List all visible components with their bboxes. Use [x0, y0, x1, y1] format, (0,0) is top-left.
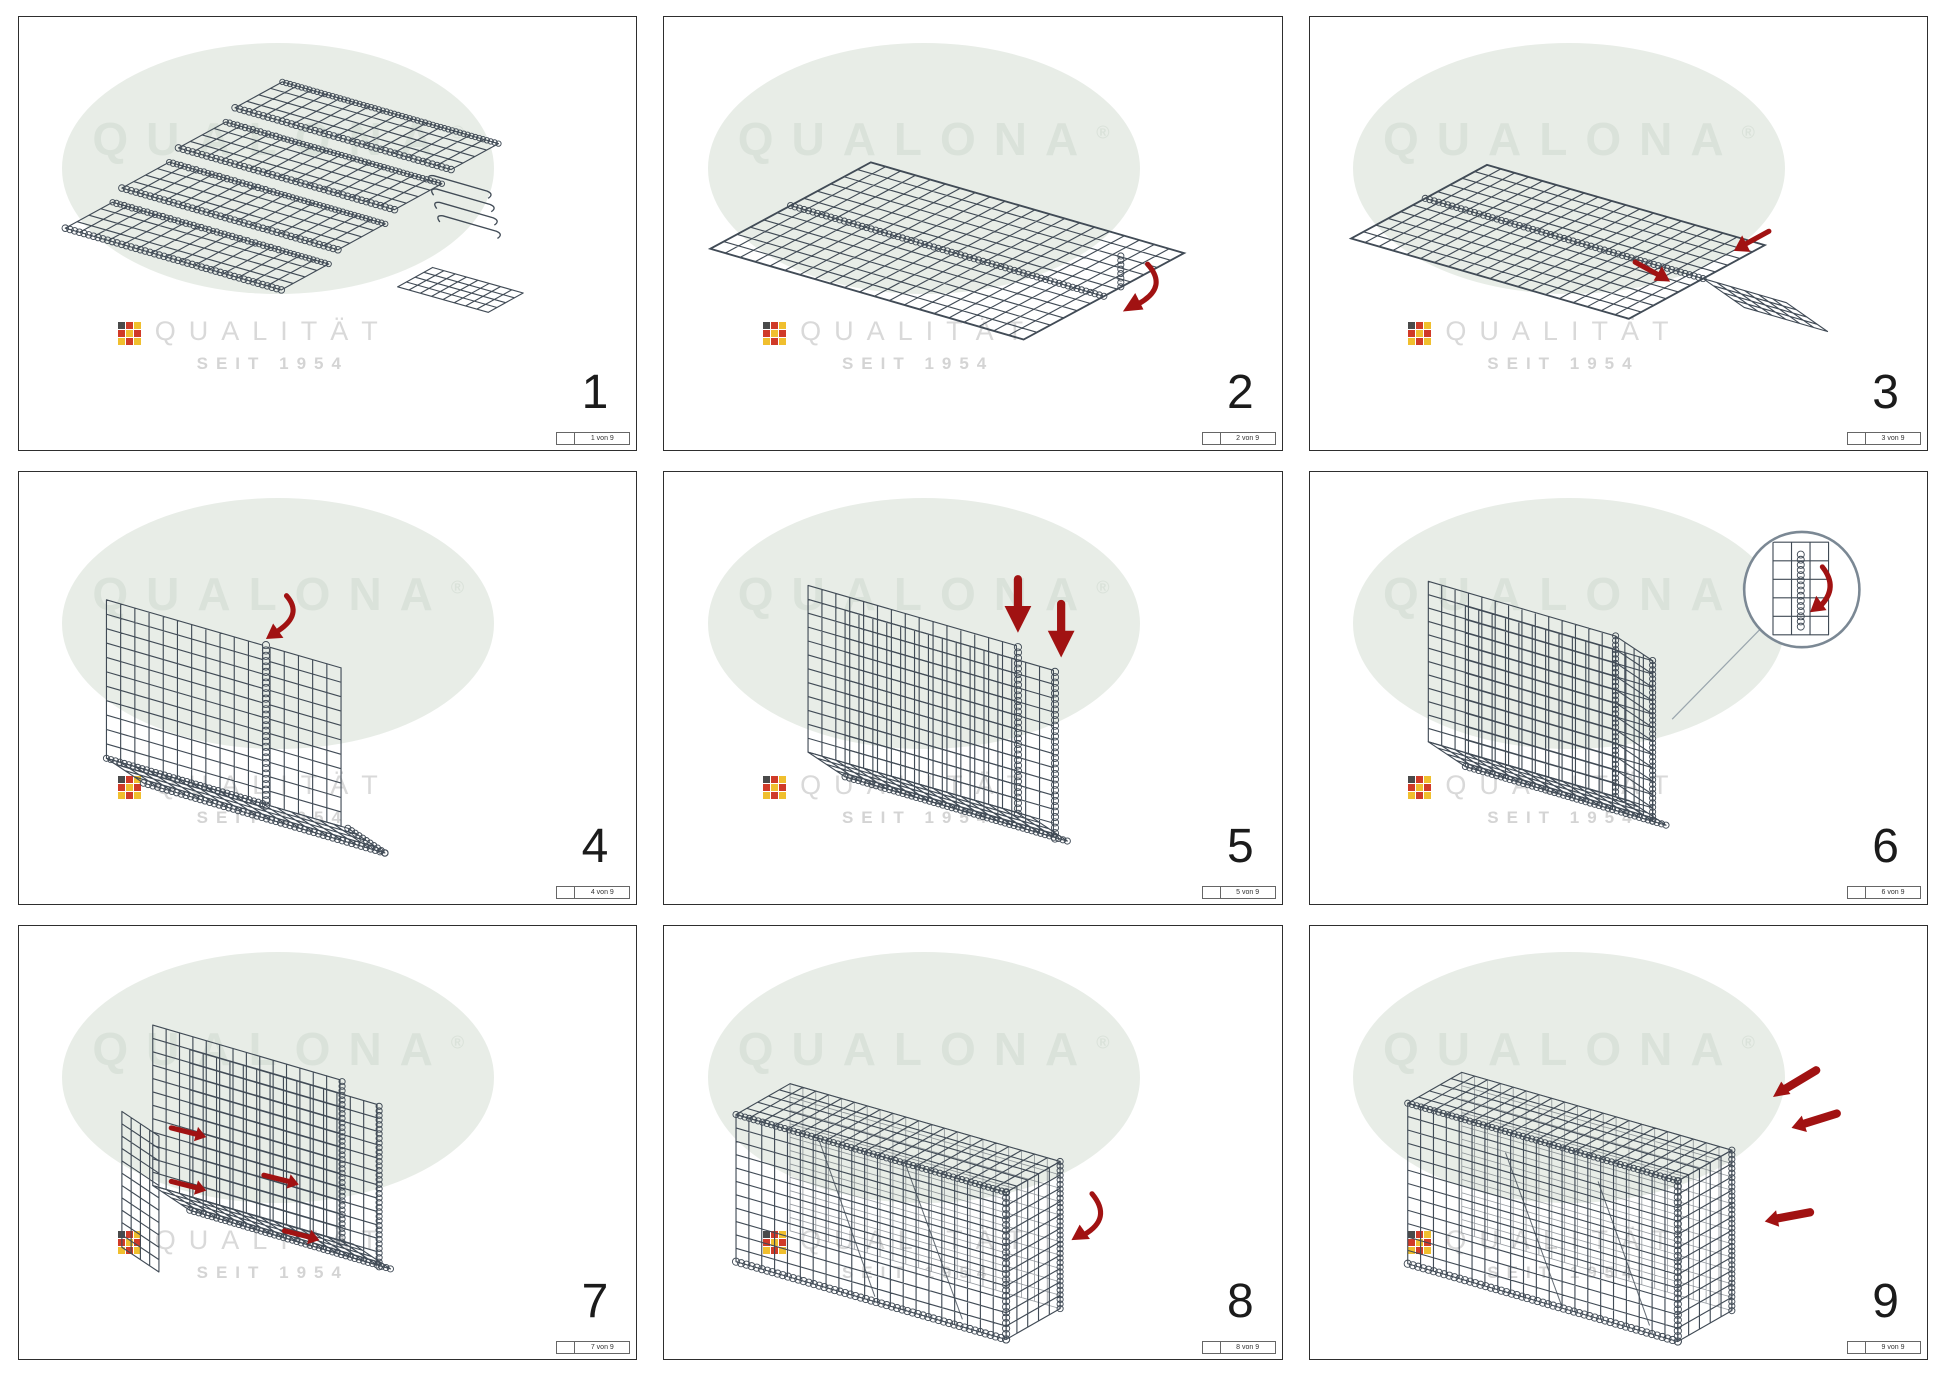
- title-block: 9 von 9: [1846, 1340, 1921, 1354]
- registered-mark: ®: [1096, 122, 1110, 143]
- page-indicator: 1 von 9: [590, 434, 614, 442]
- registered-mark: ®: [1096, 1032, 1110, 1053]
- watermark-since: SEIT 1954: [196, 353, 349, 373]
- watermark-logo: QUALONA®: [1359, 1022, 1779, 1076]
- title-block-cell: [557, 1341, 576, 1353]
- title-block: 3 von 9: [1846, 431, 1921, 445]
- watermark-ellipse: [1352, 42, 1785, 294]
- step-number: 2: [1226, 365, 1254, 419]
- title-block: 1 von 9: [556, 431, 631, 445]
- watermark-since: SEIT 1954: [841, 808, 995, 828]
- page-indicator: 5 von 9: [1236, 889, 1260, 897]
- watermark-logo-text: QUALONA: [1383, 113, 1742, 166]
- registered-mark: ®: [450, 1032, 465, 1053]
- watermark-logo: QUALONA®: [1359, 112, 1779, 166]
- flag-icon: [117, 776, 141, 800]
- title-block-cell: [1203, 1341, 1221, 1353]
- illustration-close-lid: [732, 1083, 1104, 1344]
- step-number: 8: [1226, 1274, 1254, 1328]
- watermark-logo-text: QUALONA: [92, 1022, 451, 1075]
- page-indicator: 4 von 9: [590, 889, 614, 897]
- title-block-cell: [557, 432, 576, 444]
- step-number: 5: [1226, 820, 1254, 874]
- watermark-logo-text: QUALONA: [737, 1022, 1097, 1075]
- watermark-ellipse: [707, 952, 1140, 1204]
- watermark-logo: QUALONA®: [68, 567, 488, 621]
- watermark-since: SEIT 1954: [1487, 808, 1640, 828]
- illustration-insert-end-panel: [121, 1024, 394, 1273]
- illustration-mesh-parts: [61, 78, 524, 313]
- watermark-ellipse: [62, 952, 495, 1204]
- step-panel-3: QUALONA® QUALITÄT SEIT 1954 3 3 von 9: [1308, 16, 1928, 451]
- registered-mark: ®: [1096, 577, 1110, 598]
- step-panel-2: QUALONA® QUALITÄT SEIT 1954 2 2 von 9: [663, 16, 1283, 451]
- step-number: 9: [1872, 1274, 1899, 1328]
- watermark-logo: QUALONA®: [68, 1022, 488, 1076]
- registered-mark: ®: [450, 577, 465, 598]
- step-number: 7: [581, 1274, 609, 1328]
- flag-icon: [763, 321, 787, 345]
- step-number: 3: [1872, 365, 1899, 419]
- flag-icon: [763, 776, 787, 800]
- title-block-cell: [1848, 1341, 1866, 1353]
- watermark-ellipse: [1352, 497, 1785, 749]
- flag-icon: [117, 1230, 141, 1254]
- page-indicator: 6 von 9: [1881, 889, 1905, 897]
- watermark-ellipse: [707, 497, 1140, 749]
- step-number: 4: [581, 820, 609, 874]
- illustration-end-wall-detail: [1427, 530, 1861, 829]
- watermark-logo-text: QUALONA: [1383, 1022, 1742, 1075]
- title-block: 5 von 9: [1201, 886, 1276, 900]
- title-block-cell: [1848, 887, 1866, 899]
- page-indicator: 9 von 9: [1881, 1343, 1905, 1351]
- illustration-both-walls: [807, 574, 1075, 845]
- registered-mark: ®: [1741, 1032, 1755, 1053]
- page-indicator: 7 von 9: [590, 1343, 614, 1351]
- step-number: 1: [581, 365, 609, 419]
- illustration-spiral-seam: [708, 161, 1187, 341]
- illustration-first-wall: [102, 592, 389, 857]
- title-block: 8 von 9: [1201, 1340, 1276, 1354]
- title-block: 2 von 9: [1201, 431, 1276, 445]
- flag-icon: [117, 321, 141, 345]
- illustration-attach-side: [1348, 163, 1828, 333]
- watermark-quality: QUALITÄT: [800, 315, 1037, 346]
- watermark-logo: QUALONA®: [714, 112, 1134, 166]
- flag-icon: [1408, 776, 1432, 800]
- page-indicator: 3 von 9: [1881, 434, 1905, 442]
- title-block-cell: [1848, 432, 1866, 444]
- step-number: 6: [1872, 820, 1899, 874]
- watermark-text: QUALITÄT SEIT 1954: [117, 315, 391, 374]
- flag-icon: [1408, 321, 1432, 345]
- page-indicator: 2 von 9: [1236, 434, 1260, 442]
- title-block: 6 von 9: [1846, 886, 1921, 900]
- watermark-logo-text: QUALONA: [92, 567, 451, 620]
- registered-mark: ®: [1741, 122, 1755, 143]
- watermark-since: SEIT 1954: [841, 353, 995, 373]
- title-block-cell: [557, 887, 576, 899]
- watermark-quality: QUALITÄT: [1445, 315, 1682, 346]
- title-block: 7 von 9: [556, 1340, 631, 1354]
- watermark-since: SEIT 1954: [196, 1262, 349, 1282]
- watermark-logo: QUALONA®: [714, 1022, 1134, 1076]
- watermark-quality: QUALITÄT: [154, 315, 391, 346]
- title-block-cell: [1203, 887, 1221, 899]
- illustration-finished-basket: [1403, 1066, 1841, 1346]
- watermark-since: SEIT 1954: [1487, 353, 1640, 373]
- page-indicator: 8 von 9: [1236, 1343, 1260, 1351]
- watermark-text: QUALITÄT SEIT 1954: [1408, 316, 1681, 374]
- watermark-text: QUALITÄT SEIT 1954: [763, 316, 1036, 374]
- title-block-cell: [1203, 432, 1221, 444]
- title-block: 4 von 9: [556, 886, 631, 900]
- watermark-logo-text: QUALONA: [737, 113, 1097, 166]
